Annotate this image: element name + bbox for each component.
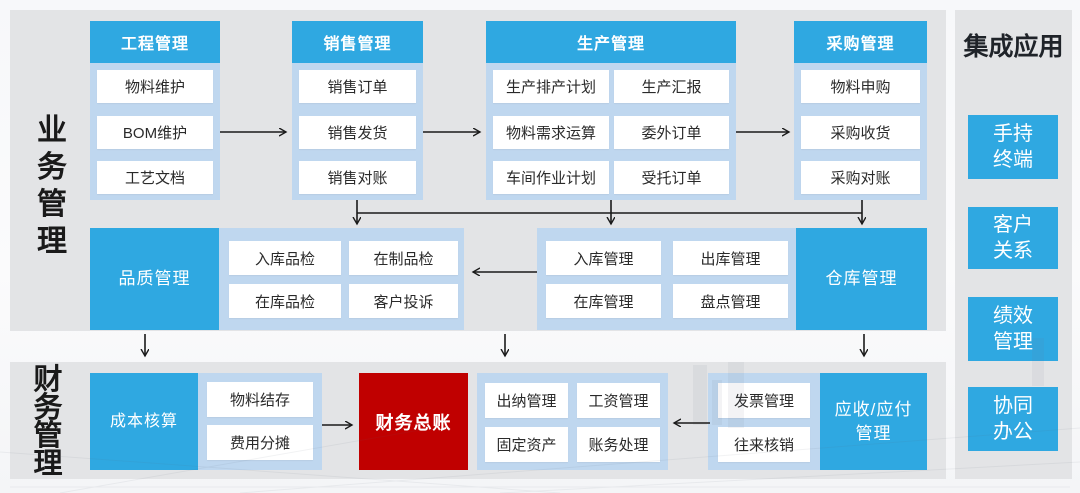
item-sales-order: 销售订单 — [299, 70, 416, 103]
item-material-maintenance: 物料维护 — [97, 70, 213, 103]
item-sales-delivery: 销售发货 — [299, 116, 416, 149]
item-material-requisition: 物料申购 — [801, 70, 920, 103]
cost-items-container: 物料结存 费用分摊 — [198, 373, 322, 470]
item-stocktaking-management: 盘点管理 — [673, 284, 788, 318]
ar-ap-line2: 管理 — [855, 423, 892, 443]
item-outsourcing-order: 委外订单 — [614, 116, 729, 149]
item-process-document: 工艺文档 — [97, 161, 213, 194]
item-bom-maintenance: BOM维护 — [97, 116, 213, 149]
cashier-items-container: 出纳管理 工资管理 固定资产 账务处理 — [477, 373, 668, 470]
integration-box-collaborative-office: 协同 办公 — [968, 387, 1058, 451]
finance-section-label: 财务管理 — [33, 364, 63, 480]
column-engineering: 工程管理 物料维护 BOM维护 工艺文档 — [90, 21, 220, 200]
warehouse-management-box: 仓库管理 — [796, 228, 927, 330]
item-consignment-order: 受托订单 — [614, 161, 729, 194]
item-transaction-writeoff: 往来核销 — [718, 427, 810, 462]
item-workshop-plan: 车间作业计划 — [493, 161, 609, 194]
item-fixed-assets: 固定资产 — [485, 427, 568, 462]
item-invoice-management: 发票管理 — [718, 383, 810, 418]
integration-box-customer-relationship: 客户 关系 — [968, 207, 1058, 269]
invoice-items-container: 发票管理 往来核销 — [708, 373, 820, 470]
item-stock-inspection: 在库品检 — [229, 284, 341, 318]
column-production: 生产管理 生产排产计划 物料需求运算 车间作业计划 生产汇报 委外订单 受托订单 — [486, 21, 736, 200]
column-procurement: 采购管理 物料申购 采购收货 采购对账 — [794, 21, 927, 200]
item-material-balance: 物料结存 — [207, 382, 313, 417]
item-mrp-calculation: 物料需求运算 — [493, 116, 609, 149]
item-production-scheduling: 生产排产计划 — [493, 70, 609, 103]
integration-box-handheld-terminal: 手持 终端 — [968, 115, 1058, 179]
quality-management-box: 品质管理 — [90, 228, 219, 330]
item-expense-allocation: 费用分摊 — [207, 425, 313, 460]
item-purchase-receipt: 采购收货 — [801, 116, 920, 149]
item-incoming-inspection: 入库品检 — [229, 241, 341, 275]
integration-box-performance-management: 绩效 管理 — [968, 297, 1058, 361]
item-inbound-management: 入库管理 — [546, 241, 661, 275]
procurement-header: 采购管理 — [794, 21, 927, 63]
item-accounting-processing: 账务处理 — [577, 427, 660, 462]
production-header: 生产管理 — [486, 21, 736, 63]
item-sales-reconciliation: 销售对账 — [299, 161, 416, 194]
ar-ap-line1: 应收/应付 — [834, 399, 913, 419]
cost-accounting-box: 成本核算 — [90, 373, 198, 470]
item-stock-management: 在库管理 — [546, 284, 661, 318]
item-cashier-management: 出纳管理 — [485, 383, 568, 418]
item-purchase-reconciliation: 采购对账 — [801, 161, 920, 194]
warehouse-items-container: 入库管理 出库管理 在库管理 盘点管理 — [537, 228, 796, 330]
item-customer-complaint: 客户投诉 — [349, 284, 458, 318]
sales-header: 销售管理 — [292, 21, 423, 63]
business-section-label: 业务管理 — [37, 114, 67, 258]
item-outbound-management: 出库管理 — [673, 241, 788, 275]
general-ledger-box: 财务总账 — [359, 373, 468, 470]
item-production-report: 生产汇报 — [614, 70, 729, 103]
integration-title: 集成应用 — [963, 33, 1064, 61]
column-sales: 销售管理 销售订单 销售发货 销售对账 — [292, 21, 423, 200]
item-payroll-management: 工资管理 — [577, 383, 660, 418]
engineering-header: 工程管理 — [90, 21, 220, 63]
quality-items-container: 入库品检 在制品检 在库品检 客户投诉 — [219, 228, 464, 330]
ar-ap-management-box: 应收/应付 管理 — [820, 373, 927, 470]
item-in-process-inspection: 在制品检 — [349, 241, 458, 275]
